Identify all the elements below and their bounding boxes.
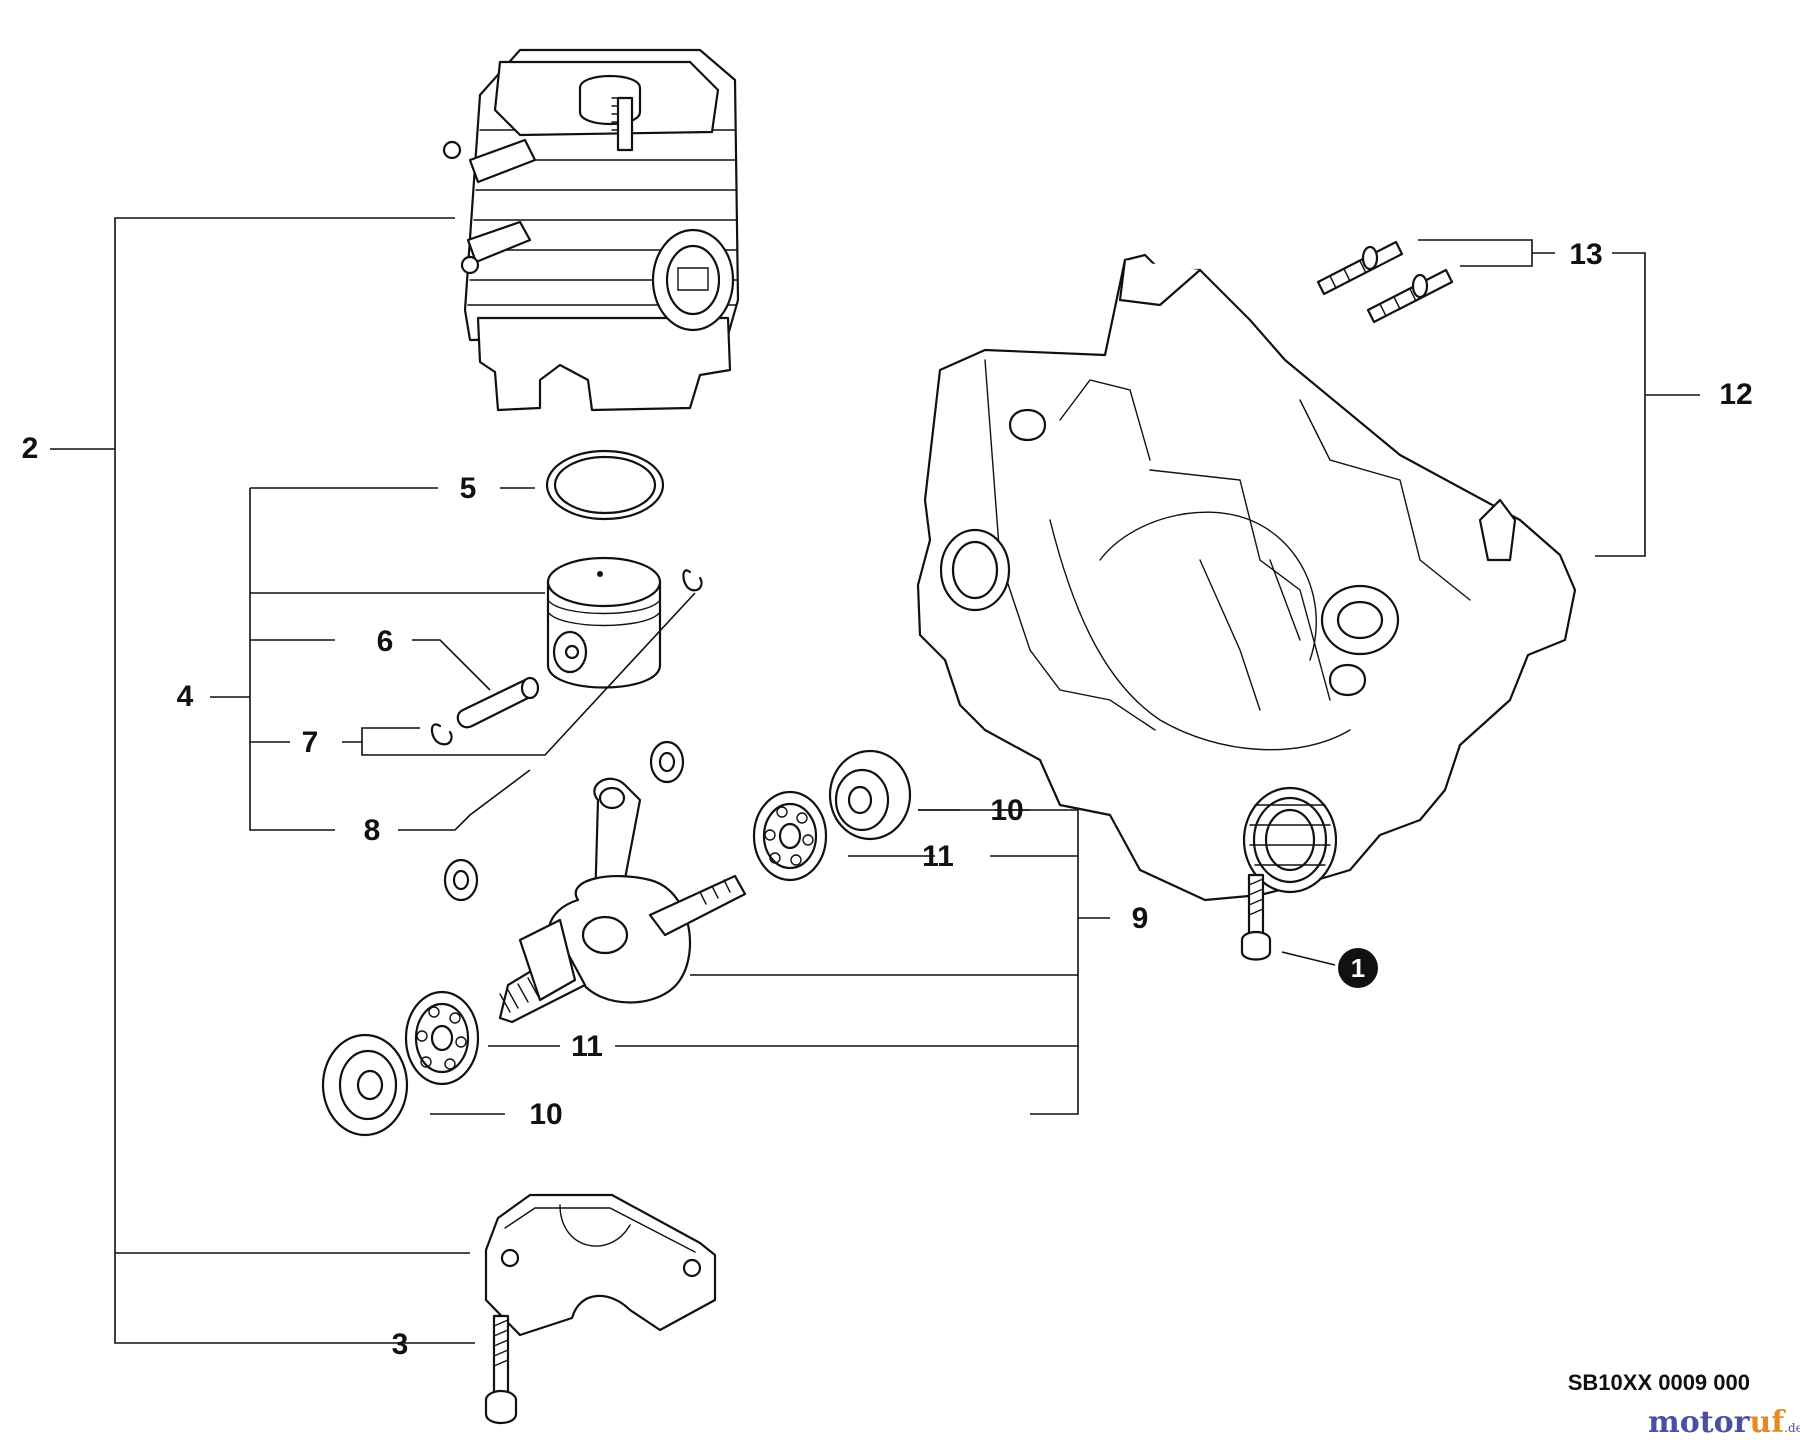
piston-part bbox=[546, 556, 662, 689]
needle-bearing-part bbox=[443, 740, 685, 902]
callout-9: 9 bbox=[1132, 902, 1149, 935]
watermark-suffix: .de bbox=[1784, 1421, 1800, 1435]
crankshaft-part bbox=[498, 777, 747, 1024]
callout-2: 2 bbox=[22, 432, 39, 465]
callout-6: 6 bbox=[377, 625, 394, 658]
callout-10-upper: 10 bbox=[990, 794, 1023, 827]
watermark-logo: motoruf.de bbox=[1648, 1405, 1800, 1440]
piston-pin-part bbox=[456, 676, 540, 729]
circlip-parts bbox=[430, 569, 703, 746]
callout-5: 5 bbox=[460, 472, 477, 505]
callout-12: 12 bbox=[1719, 378, 1752, 411]
callout-7: 7 bbox=[302, 726, 319, 759]
callout-labels: 2 3 4 5 6 7 8 9 10 10 11 11 12 13 1 bbox=[22, 238, 1753, 1361]
callout-10-lower: 10 bbox=[529, 1098, 562, 1131]
drawing-code: SB10XX 0009 000 bbox=[1568, 1370, 1750, 1395]
piston-ring-part bbox=[545, 449, 665, 521]
callout-1: 1 bbox=[1351, 953, 1365, 983]
stud-parts bbox=[1316, 240, 1454, 324]
bearing-right-inner bbox=[752, 790, 828, 882]
callout-8: 8 bbox=[364, 814, 381, 847]
callout-11-lower: 11 bbox=[571, 1030, 603, 1063]
callout-1-badge bbox=[1338, 948, 1378, 988]
watermark-part1: motor bbox=[1648, 1405, 1751, 1440]
callout-13: 13 bbox=[1569, 238, 1602, 271]
bearing-right-outer bbox=[828, 749, 912, 841]
watermark-part2: uf bbox=[1749, 1405, 1786, 1440]
callout-4: 4 bbox=[177, 680, 194, 713]
crankcase-frame-part bbox=[916, 253, 1577, 902]
svg-text:motoruf.de: motoruf.de bbox=[1648, 1405, 1800, 1440]
bearing-left-outer bbox=[321, 1033, 409, 1137]
crankcase-lower-part bbox=[484, 1193, 717, 1337]
leader-lines bbox=[50, 217, 1700, 1344]
bearing-left-inner bbox=[404, 990, 480, 1086]
callout-11-upper: 11 bbox=[922, 840, 954, 873]
callout-3: 3 bbox=[392, 1328, 409, 1361]
bolt-part bbox=[1240, 873, 1272, 961]
cylinder-part bbox=[442, 48, 740, 412]
screw-part bbox=[484, 1314, 518, 1425]
